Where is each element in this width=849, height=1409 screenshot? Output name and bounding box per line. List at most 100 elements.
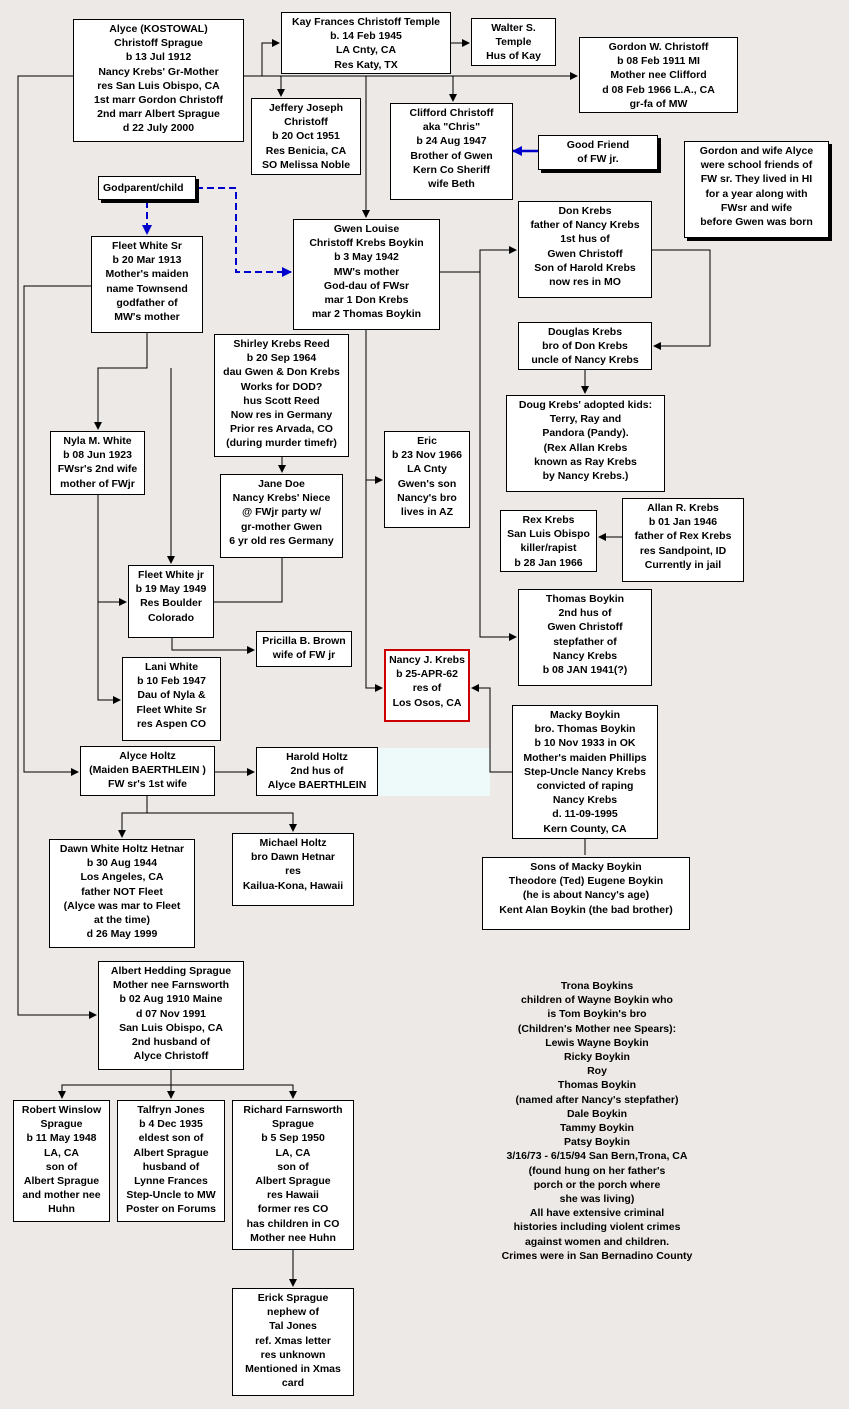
- node-text-line: b 19 May 1949: [135, 583, 207, 596]
- node-text-line: (named after Nancy's stepfather): [515, 1093, 679, 1106]
- node-text-line: Fleet White Sr: [111, 240, 182, 252]
- node-text-line: Fleet White jr: [138, 569, 204, 581]
- node-text-line: Mother nee Farnsworth: [112, 979, 230, 992]
- node-text-line: Richard Farnsworth: [243, 1104, 343, 1116]
- node-text-line: MW's mother: [114, 311, 180, 324]
- node-text-line: b 10 Feb 1947: [137, 675, 206, 688]
- connector-line: [365, 330, 383, 692]
- node-text-line: Sons of Macky Boykin: [530, 861, 642, 873]
- node-text-line: Pandora (Pandy).: [542, 427, 629, 440]
- node-text-line: Crimes were in San Bernadino County: [501, 1249, 693, 1262]
- node-text-line: Kay Frances Christoff Temple: [291, 16, 440, 28]
- node-text-line: dau Gwen & Don Krebs: [223, 366, 340, 379]
- node-text-line: Colorado: [147, 611, 195, 624]
- node-text-line: b 3 May 1942: [334, 251, 399, 264]
- legend-godparent: Godparent/child: [98, 176, 196, 200]
- connector-line: [118, 796, 148, 838]
- node-text-line: she was living): [559, 1193, 635, 1206]
- node-text-line: b 08 Jun 1923: [63, 449, 132, 462]
- node-text-line: now res in MO: [549, 276, 621, 289]
- node-text-line: (Rex Allan Krebs: [543, 441, 628, 454]
- node-text-line: children of Wayne Boykin who: [521, 994, 673, 1007]
- node-text-line: Don Krebs: [558, 205, 612, 217]
- node-text-line: LA, CA: [275, 1146, 311, 1159]
- node-text-line: Albert Sprague: [255, 1175, 331, 1188]
- node-text-line: Kailua-Kona, Hawaii: [242, 879, 344, 892]
- node-text-line: Patsy Boykin: [564, 1136, 630, 1149]
- node-text-line: aka "Chris": [422, 121, 481, 134]
- node-text-line: Walter S.: [491, 22, 536, 34]
- node-text-line: Thomas Boykin: [545, 593, 625, 605]
- node-text-line: for a year along with: [705, 187, 808, 200]
- background-highlight: [378, 748, 490, 796]
- node-text-line: convicted of raping: [536, 780, 634, 793]
- node-text-line: porch or the porch where: [533, 1178, 661, 1191]
- node-text-line: bro of Don Krebs: [542, 340, 628, 353]
- connector-line: [23, 285, 91, 776]
- node-text-line: MW's mother: [333, 265, 400, 278]
- node-text-line: 3/16/73 - 6/15/94 San Bern,Trona, CA: [506, 1150, 688, 1163]
- node-text-line: Gwen's son: [397, 477, 457, 490]
- legend-text: Godparent/child: [103, 182, 184, 194]
- node-text-line: d. 11-09-1995: [552, 808, 618, 821]
- node-text-line: Rex Krebs: [522, 514, 575, 526]
- node-text-line: b 23 Nov 1966: [391, 449, 463, 462]
- node-text-line: FW sr's 1st wife: [108, 778, 187, 791]
- node-text-line: Gwen Christoff: [547, 247, 623, 260]
- node-text-line: were school friends of: [700, 159, 813, 172]
- node-text-line: res: [285, 865, 301, 878]
- node-text-line: b 25-APR-62: [396, 668, 458, 681]
- node-text-line: b 01 Jan 1946: [648, 516, 718, 529]
- node-text-line: d 08 Feb 1966 L.A., CA: [602, 83, 715, 96]
- node-text-line: son of: [277, 1160, 309, 1173]
- node-text-line: Albert Hedding Sprague: [110, 965, 232, 977]
- node-text-line: Lynne Frances: [134, 1175, 208, 1188]
- node-text-line: res unknown: [260, 1348, 326, 1361]
- node-text-line: God-dau of FWsr: [323, 279, 410, 292]
- node-text-line: name Townsend: [106, 282, 188, 295]
- node-text-line: Nyla M. White: [63, 435, 132, 447]
- node-text-line: Nancy Krebs' Gr-Mother: [98, 65, 219, 78]
- node-text-line: Lewis Wayne Boykin: [545, 1036, 649, 1049]
- node-text-line: Christoff Krebs Boykin: [309, 237, 424, 250]
- node-text-line: son of: [45, 1160, 78, 1173]
- node-text-line: Douglas Krebs: [547, 326, 623, 338]
- node-text-line: Gwen Christoff: [547, 621, 623, 634]
- node-text-line: b. 14 Feb 1945: [330, 30, 402, 43]
- node-text-line: Jeffery Joseph: [268, 102, 344, 114]
- node-text-line: hus Scott Reed: [243, 394, 320, 407]
- node-text-line: killer/rapist: [520, 542, 577, 555]
- connector-line: [94, 333, 148, 430]
- connector-line: [244, 39, 280, 77]
- node-text-line: b 10 Nov 1933 in OK: [534, 737, 636, 750]
- node-text-line: Mentioned in Xmas: [245, 1363, 341, 1376]
- node-text-line: stepfather of: [553, 635, 617, 648]
- node-text-line: Mother nee Clifford: [610, 69, 707, 82]
- node-text-line: Works for DOD?: [240, 380, 323, 393]
- node-text-line: bro. Thomas Boykin: [534, 723, 636, 736]
- node-text-line: Huhn: [48, 1203, 75, 1216]
- node-text-line: Nancy Krebs' Niece: [232, 492, 331, 505]
- node-text-line: known as Ray Krebs: [534, 455, 637, 468]
- node-text-line: LA Cnty: [407, 463, 447, 476]
- connector-line: [171, 1084, 297, 1099]
- node-text-line: histories including violent crimes: [513, 1221, 681, 1234]
- node-text-line: San Luis Obispo: [507, 528, 590, 541]
- node-text-line: FWsr's 2nd wife: [57, 463, 138, 476]
- node-text-line: Robert Winslow: [21, 1104, 102, 1116]
- node-text-line: FW sr. They lived in HI: [700, 173, 813, 186]
